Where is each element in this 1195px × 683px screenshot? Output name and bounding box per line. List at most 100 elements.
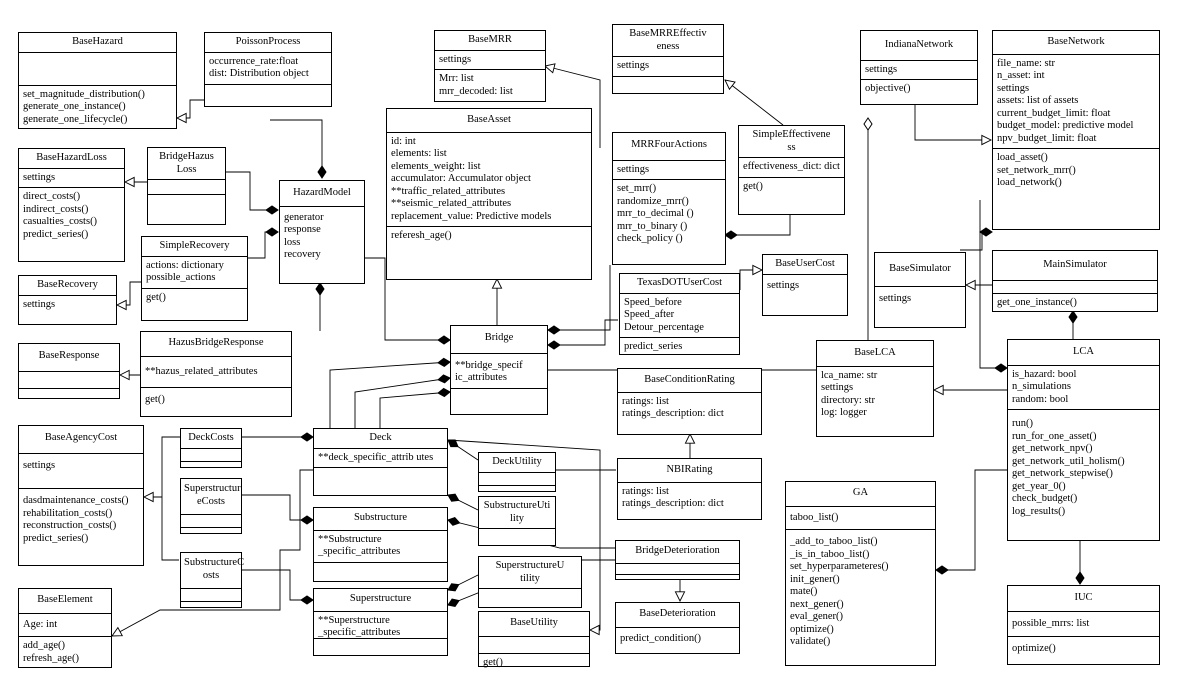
- class-name: LCA: [1008, 340, 1159, 366]
- attribute: settings: [617, 163, 650, 175]
- method: direct_costs(): [23, 191, 81, 202]
- methods: set_mrr() randomize_mrr() mrr_to_decimal…: [613, 180, 725, 264]
- methods: [314, 468, 447, 495]
- method: get(): [483, 656, 503, 668]
- edge-bridge-sub: [354, 374, 451, 428]
- method: indirect_costs(): [23, 203, 89, 215]
- class-name: SimpleEffectivene ss: [739, 126, 844, 158]
- attribute: is_hazard: bool: [1012, 368, 1077, 380]
- attribute: lca_name: str: [821, 369, 878, 381]
- attributes: [479, 637, 589, 654]
- methods: [181, 602, 241, 618]
- methods: [314, 639, 447, 655]
- method: dasdmaintenance_costs(): [23, 495, 129, 506]
- class-name: MRRFourActions: [613, 133, 725, 161]
- edge-ga-lca: [935, 469, 1007, 575]
- edge-lca-basenetwork: [979, 200, 1008, 373]
- class-NBIRating: NBIRating ratings: list ratings_descript…: [617, 458, 762, 520]
- method: predict_series: [624, 341, 683, 352]
- methods: dasdmaintenance_costs() rehabilitation_c…: [19, 489, 143, 565]
- class-name: BaseNetwork: [993, 31, 1159, 55]
- methods: objective(): [861, 80, 977, 104]
- class-SimpleRecovery: SimpleRecovery actions: dictionary possi…: [141, 236, 248, 321]
- method: get_year_0(): [1012, 480, 1066, 492]
- class-name: Superstructur eCosts: [181, 479, 241, 515]
- attribute: loss: [284, 236, 301, 248]
- class-SuperstructureUtility: SuperstructureU tility: [478, 556, 582, 608]
- attribute: settings: [439, 53, 472, 65]
- method: run_for_one_asset(): [1012, 430, 1097, 442]
- method: predict_condition(): [620, 632, 702, 644]
- attribute: settings: [821, 382, 854, 393]
- methods: load_asset() set_network_mrr() load_netw…: [993, 149, 1159, 229]
- attribute: settings: [23, 459, 56, 471]
- class-name: PoissonProcess: [205, 33, 331, 53]
- class-DeckUtility: DeckUtility: [478, 452, 556, 492]
- method: reconstruction_costs(): [23, 520, 117, 531]
- class-name: BridgeHazus Loss: [148, 148, 225, 180]
- class-Superstructure: Superstructure **Superstructure _specifi…: [313, 588, 448, 656]
- attribute: possible_mrrs: list: [1012, 617, 1090, 629]
- method: predict_series(): [23, 532, 89, 544]
- attributes: settings: [19, 454, 143, 489]
- class-Deck: Deck **deck_specific_attrib utes: [313, 428, 448, 496]
- method: get(): [145, 394, 165, 405]
- class-name: SuperstructureU tility: [479, 557, 581, 589]
- class-SubstructureUtility: SubstructureUti lity: [478, 496, 556, 546]
- attribute: file_name: str: [997, 57, 1056, 69]
- attributes: [616, 564, 739, 575]
- edge-deck-deckutility: [447, 439, 479, 461]
- methods: optimize(): [1008, 637, 1159, 664]
- attributes: **Superstructure _specific_attributes: [314, 612, 447, 639]
- edge-hazardmodel-poisson: [270, 119, 327, 179]
- attribute: random: bool: [1012, 393, 1069, 405]
- edge-simplerecovery-baserecovery: [117, 281, 141, 305]
- edge-sub-supcosts: [242, 494, 314, 525]
- edge-bridge-texasdot: [547, 319, 618, 350]
- method: get_one_instance(): [997, 296, 1077, 308]
- class-Substructure: Substructure **Substructure _specific_at…: [313, 507, 448, 582]
- edge-bridge-hazardmodel: [365, 257, 451, 345]
- methods: [181, 462, 241, 478]
- class-name: BaseResponse: [19, 344, 119, 372]
- class-name: MainSimulator: [993, 251, 1157, 281]
- method: set_hyperparameteres(): [790, 561, 889, 572]
- attributes: lca_name: str settings directory: str lo…: [817, 367, 933, 437]
- class-name: SubstructureC osts: [181, 553, 244, 589]
- method: get_network_stepwise(): [1012, 468, 1113, 479]
- class-SubstructureCosts: SubstructureC osts: [180, 552, 244, 608]
- attributes: **hazus_related_attributes: [141, 357, 291, 388]
- class-HazardModel: HazardModel generator response loss reco…: [279, 180, 365, 284]
- method: check_budget(): [1012, 493, 1078, 504]
- class-BaseResponse: BaseResponse: [18, 343, 120, 399]
- class-name: BaseSimulator: [875, 253, 965, 287]
- attribute: accumulator: Accumulator object: [391, 173, 531, 184]
- attribute: **Superstructure _specific_attributes: [318, 614, 401, 639]
- methods: [181, 528, 241, 544]
- attribute: ratings: list: [622, 485, 669, 497]
- method: predict_series(): [23, 228, 89, 240]
- attributes: Age: int: [19, 614, 111, 637]
- method: load_asset(): [997, 152, 1048, 163]
- edge-bridge-super: [379, 387, 451, 428]
- class-name: BaseHazardLoss: [19, 149, 124, 169]
- class-name: BaseRecovery: [19, 276, 116, 296]
- methods: [205, 85, 331, 107]
- attributes: **bridge_specif ic_attributes: [451, 354, 547, 389]
- class-BaseAsset: BaseAsset id: int elements: list element…: [386, 108, 592, 280]
- attribute: taboo_list(): [790, 511, 839, 523]
- edge-bridge-deck: [329, 357, 451, 428]
- attributes: is_hazard: bool n_simulations random: bo…: [1008, 366, 1159, 410]
- methods: [451, 389, 547, 415]
- class-BaseConditionRating: BaseConditionRating ratings: list rating…: [617, 368, 762, 435]
- attribute: actions: dictionary: [146, 259, 224, 271]
- class-name: BridgeDeterioration: [616, 541, 739, 564]
- class-name: SimpleRecovery: [142, 237, 247, 257]
- attribute: ratings_description: dict: [622, 408, 724, 419]
- class-BaseRecovery: BaseRecovery settings: [18, 275, 117, 325]
- attribute: occurrence_rate:float: [209, 55, 299, 67]
- class-BaseMRR: BaseMRR settings Mrr: list mrr_decoded: …: [434, 30, 546, 102]
- method: mrr_to_decimal (): [617, 208, 694, 219]
- attribute: **Substructure _specific_attributes: [318, 533, 401, 558]
- attributes: [181, 589, 241, 602]
